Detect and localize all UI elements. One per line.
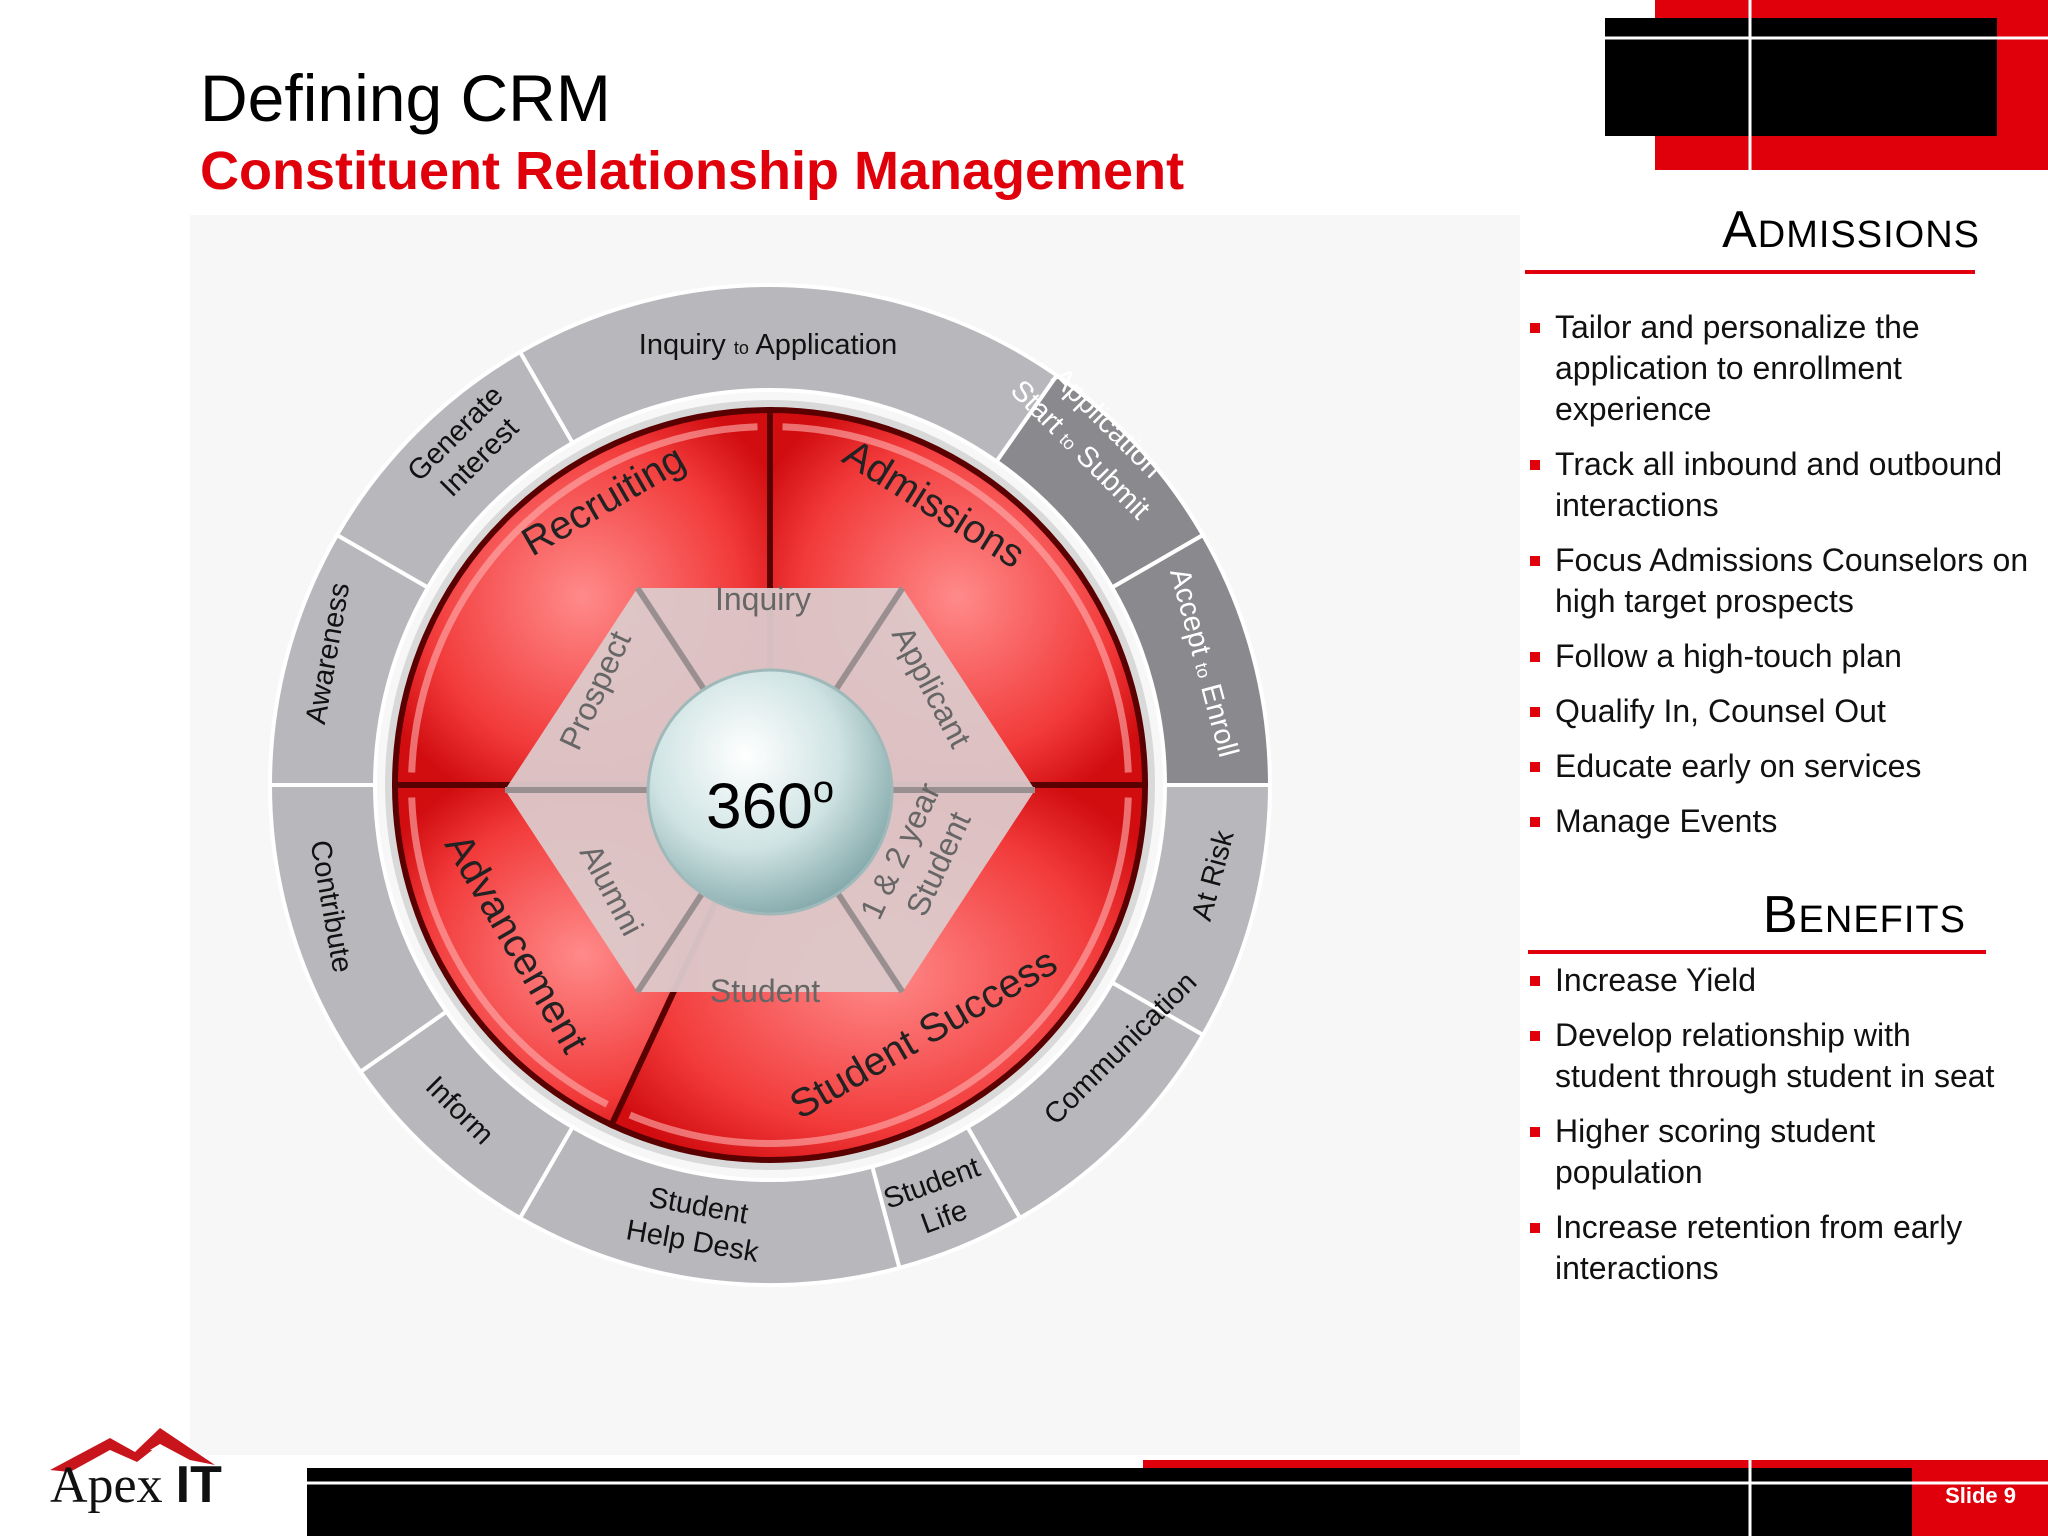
apex-it-logo (50, 1428, 215, 1472)
admissions-bullet: Tailor and personalize the application t… (1530, 307, 2030, 430)
header-decoration (1605, 0, 2048, 170)
benefits-bullet: Higher scoring student population (1530, 1111, 2010, 1193)
admissions-bullet: Manage Events (1530, 801, 2030, 842)
inner-label-student: Student (710, 973, 820, 1009)
outer-ring (267, 283, 1273, 1287)
admissions-bullet: Follow a high-touch plan (1530, 636, 2030, 677)
benefits-bullet: Increase retention from early interactio… (1530, 1207, 2010, 1289)
globe-icon (646, 668, 894, 916)
admissions-list: Tailor and personalize the application t… (1530, 307, 2030, 856)
ring-segment-generate-interest (334, 349, 576, 591)
admissions-heading: ADMISSIONS (1722, 201, 1980, 259)
ring-label-inquiry-application: Inquiry to Application (639, 329, 897, 361)
logo-wordmark: Apex IT (50, 1456, 222, 1514)
benefits-bullet: Increase Yield (1530, 960, 2010, 1001)
center-label: 360o (706, 769, 834, 842)
crm-360-diagram: 360o Inquiry Applicant 1 & 2 year Studen… (267, 283, 1273, 1287)
slide-title: Defining CRM (200, 61, 611, 135)
admissions-bullet: Focus Admissions Counselors on high targ… (1530, 540, 2030, 622)
admissions-bullet: Qualify In, Counsel Out (1530, 691, 2030, 732)
inner-label-inquiry: Inquiry (715, 581, 811, 617)
slide-subtitle: Constituent Relationship Management (200, 141, 1185, 201)
benefits-heading: BENEFITS (1762, 886, 1966, 944)
admissions-rule (1525, 270, 1975, 274)
admissions-bullet: Track all inbound and outbound interacti… (1530, 444, 2030, 526)
crm-diagram-panel: 360o Inquiry Applicant 1 & 2 year Studen… (190, 215, 1520, 1455)
admissions-bullet: Educate early on services (1530, 746, 2030, 787)
slide-number: Slide 9 (1945, 1483, 2016, 1508)
benefits-rule (1528, 950, 1986, 954)
benefits-bullet: Develop relationship with student throug… (1530, 1015, 2010, 1097)
footer-decoration (307, 1460, 2048, 1536)
benefits-list: Increase Yield Develop relationship with… (1530, 960, 2010, 1303)
